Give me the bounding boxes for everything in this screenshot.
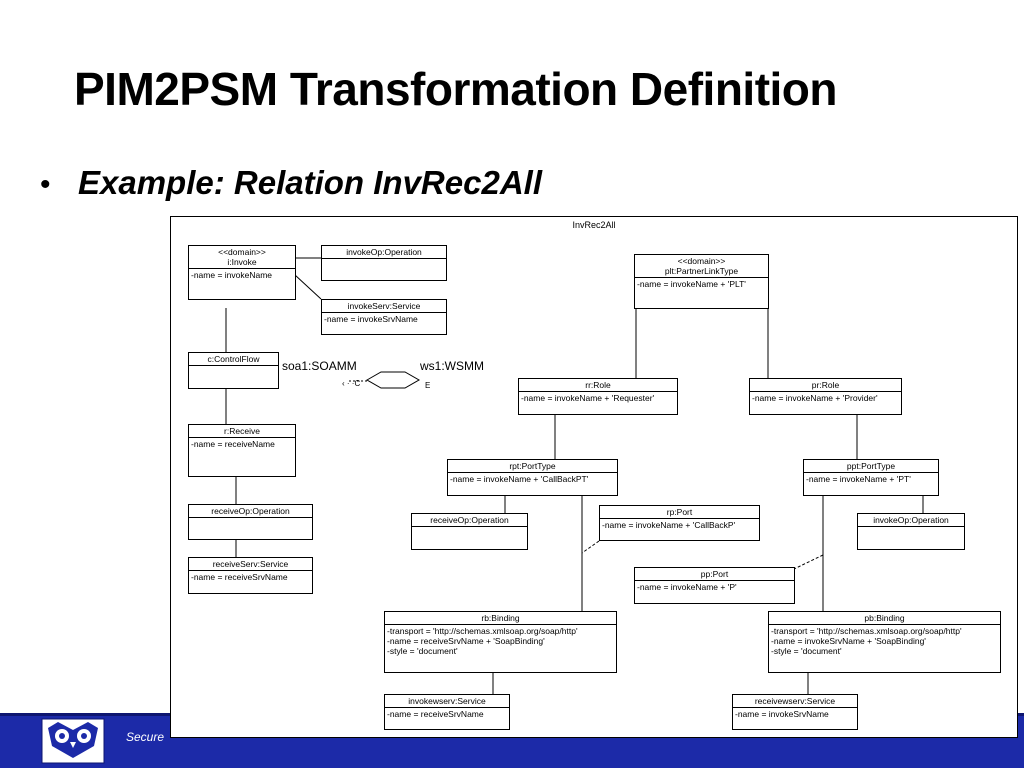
class-box-invokeserv[interactable]: invokeServ:Service -name = invokeSrvName (321, 299, 447, 335)
class-name: invokewserv:Service (408, 696, 486, 706)
class-attribute: -name = receiveSrvName + 'SoapBinding' (387, 636, 545, 646)
class-attribute: -transport = 'http://schemas.xmlsoap.org… (771, 626, 962, 636)
checkonly-marker: ‹ · ·C (342, 379, 361, 388)
class-name: pb:Binding (864, 613, 905, 623)
class-box-receiveserv[interactable]: receiveServ:Service -name = receiveSrvNa… (188, 557, 313, 594)
class-box-receivewserv[interactable]: receivewserv:Service -name = invokeSrvNa… (732, 694, 858, 730)
bullet-text: Example: Relation InvRec2All (78, 164, 542, 201)
class-box-receive[interactable]: r:Receive -name = receiveName (188, 424, 296, 477)
link-pp-pb (793, 554, 824, 570)
class-box-plt[interactable]: <<domain>>plt:PartnerLinkType -name = in… (634, 254, 769, 309)
class-attribute: -name = invokeName + 'Provider' (752, 393, 878, 403)
class-name: receivewserv:Service (754, 696, 836, 706)
diagram-frame-title: InvRec2All (572, 220, 616, 230)
stereotype-label: <<domain>> (677, 256, 726, 266)
class-box-invoke[interactable]: <<domain>>i:Invoke -name = invokeName (188, 245, 296, 300)
class-name: receiveOp:Operation (211, 506, 290, 516)
class-attribute: -name = invokeName + 'PT' (806, 474, 911, 484)
class-attribute: -name = receiveSrvName (387, 709, 484, 719)
class-name: invokeOp:Operation (873, 515, 949, 525)
class-name: rp:Port (666, 507, 693, 517)
class-attribute: -style = 'document' (387, 646, 458, 656)
class-attribute: -name = receiveName (191, 439, 275, 449)
class-box-pb[interactable]: pb:Binding -transport = 'http://schemas.… (768, 611, 1001, 673)
class-attribute: -name = invokeSrvName (324, 314, 418, 324)
class-box-receiveop-mid[interactable]: receiveOp:Operation (411, 513, 528, 550)
link-rp-rb (581, 540, 600, 554)
class-box-rr[interactable]: rr:Role -name = invokeName + 'Requester' (518, 378, 678, 415)
class-name: c:ControlFlow (207, 354, 260, 364)
class-name: receiveServ:Service (212, 559, 289, 569)
class-box-ppt[interactable]: ppt:PortType -name = invokeName + 'PT' (803, 459, 939, 496)
class-attribute: -name = invokeName + 'PLT' (637, 279, 746, 289)
bullet-marker: • (40, 168, 51, 201)
class-name: rr:Role (585, 380, 611, 390)
class-attribute: -name = invokeName + 'P' (637, 582, 737, 592)
class-box-receiveop-left[interactable]: receiveOp:Operation (188, 504, 313, 540)
slide-title: PIM2PSM Transformation Definition (74, 63, 838, 115)
class-box-pp[interactable]: pp:Port -name = invokeName + 'P' (634, 567, 795, 604)
class-name: rb:Binding (481, 613, 520, 623)
class-attribute: -name = invokeSrvName + 'SoapBinding' (771, 636, 926, 646)
class-name: receiveOp:Operation (430, 515, 509, 525)
class-attribute: -name = invokeName (191, 270, 273, 280)
association-lines (225, 257, 924, 694)
class-name: pr:Role (811, 380, 840, 390)
class-name: pp:Port (700, 569, 729, 579)
domain-label-soa: soa1:SOAMM (282, 359, 357, 373)
footer-text: Secure (126, 730, 165, 744)
class-attribute: -style = 'document' (771, 646, 842, 656)
link-invoke-invokeserv (294, 274, 322, 300)
class-attribute: -name = invokeSrvName (735, 709, 829, 719)
class-name: r:Receive (224, 426, 260, 436)
class-box-rpt[interactable]: rpt:PortType -name = invokeName + 'CallB… (447, 459, 618, 496)
class-name: invokeOp:Operation (346, 247, 422, 257)
class-attribute: -transport = 'http://schemas.xmlsoap.org… (387, 626, 578, 636)
class-name: i:Invoke (227, 257, 257, 267)
domain-label-ws: ws1:WSMM (420, 359, 484, 373)
stereotype-label: <<domain>> (218, 247, 266, 257)
class-box-controlflow[interactable]: c:ControlFlow (188, 352, 279, 389)
class-box-invokeop-right[interactable]: invokeOp:Operation (857, 513, 965, 550)
class-box-rp[interactable]: rp:Port -name = invokeName + 'CallBackP' (599, 505, 760, 541)
relation-hexagon-icon (365, 371, 421, 389)
class-attribute: -name = invokeName + 'CallBackPT' (450, 474, 589, 484)
enforce-marker: E (425, 381, 431, 390)
uml-relation-diagram: InvRec2All soa (170, 216, 1018, 738)
class-box-pr[interactable]: pr:Role -name = invokeName + 'Provider' (749, 378, 902, 415)
class-attribute: -name = invokeName + 'CallBackP' (602, 520, 736, 530)
class-attribute: -name = invokeName + 'Requester' (521, 393, 655, 403)
class-attribute: -name = receiveSrvName (191, 572, 288, 582)
class-name: ppt:PortType (846, 461, 896, 471)
class-box-rb[interactable]: rb:Binding -transport = 'http://schemas.… (384, 611, 617, 673)
class-box-invokeop-top[interactable]: invokeOp:Operation (321, 245, 447, 281)
class-box-invokewserv[interactable]: invokewserv:Service -name = receiveSrvNa… (384, 694, 510, 730)
class-name: rpt:PortType (509, 461, 556, 471)
class-name: plt:PartnerLinkType (664, 266, 739, 276)
class-name: invokeServ:Service (347, 301, 421, 311)
owl-logo-icon (41, 718, 105, 764)
